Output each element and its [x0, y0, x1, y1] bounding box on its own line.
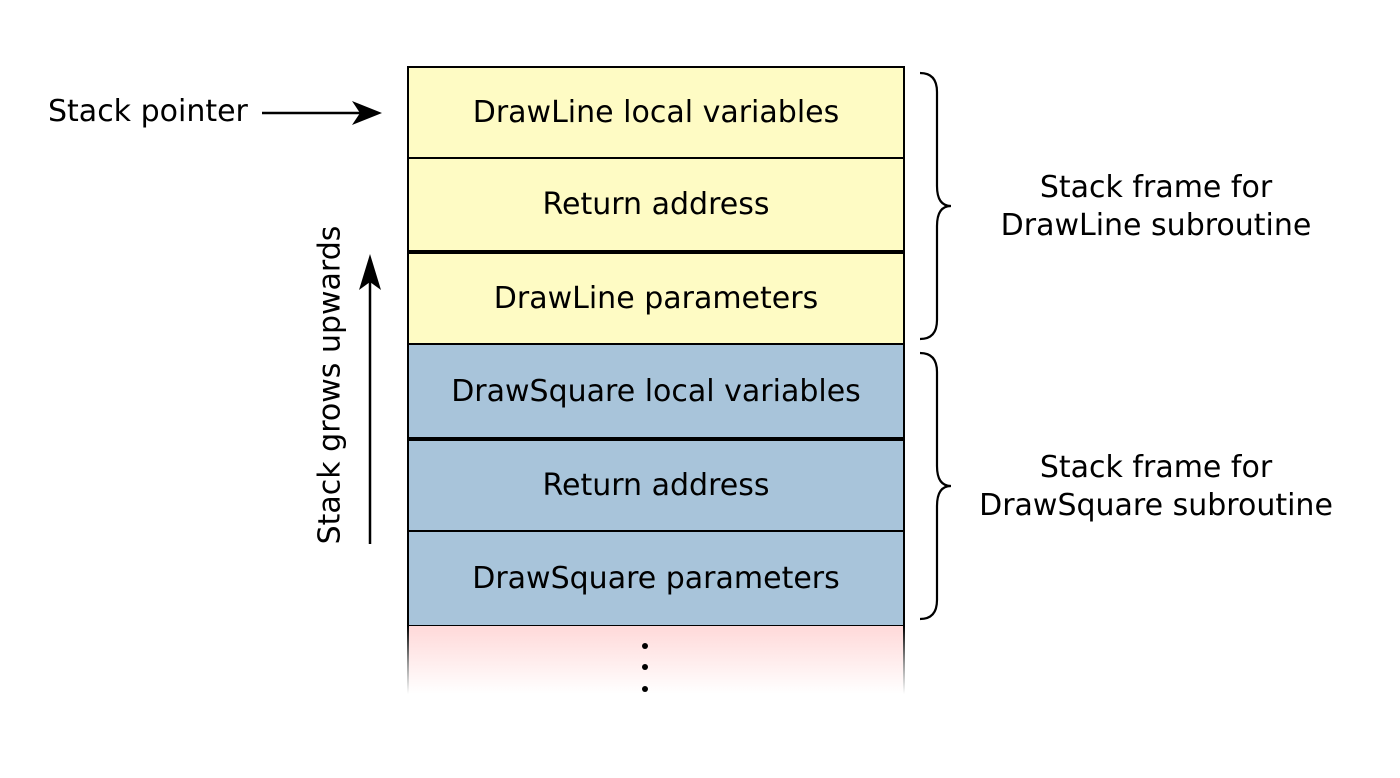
stack-pointer-arrow — [262, 101, 382, 125]
drawline-frame-label-line1: Stack frame for — [1039, 170, 1273, 205]
cell-drawline-return-address: Return address — [407, 159, 905, 252]
cell-label: Return address — [542, 187, 770, 222]
cell-drawline-locals: DrawLine local variables — [407, 66, 905, 159]
growth-arrow — [359, 254, 381, 544]
cell-drawline-parameters: DrawLine parameters — [407, 252, 905, 345]
cell-label: Return address — [542, 468, 770, 503]
continuation-dot — [642, 686, 648, 692]
continuation-dot — [642, 664, 648, 670]
cell-drawsquare-locals: DrawSquare local variables — [407, 345, 905, 439]
cell-drawsquare-parameters: DrawSquare parameters — [407, 532, 905, 627]
cell-label: DrawSquare parameters — [472, 561, 840, 596]
cell-drawsquare-return-address: Return address — [407, 439, 905, 532]
cell-label: DrawLine local variables — [472, 95, 840, 130]
drawline-frame-label-line2: DrawLine subroutine — [1000, 208, 1312, 243]
continuation-dot — [642, 643, 648, 649]
drawline-frame-brace — [919, 71, 952, 341]
cell-label: DrawSquare local variables — [451, 373, 861, 409]
drawsquare-frame-brace — [919, 351, 952, 621]
below-stack-region — [407, 626, 905, 694]
cell-label: DrawLine parameters — [493, 281, 819, 316]
drawsquare-frame-label-line2: DrawSquare subroutine — [979, 488, 1333, 523]
stack-pointer-label: Stack pointer — [48, 94, 248, 129]
growth-label: Stack grows upwards — [312, 225, 348, 545]
below-stack-left-edge — [407, 626, 409, 694]
below-stack-right-edge — [903, 626, 905, 694]
drawsquare-frame-label-line1: Stack frame for — [1039, 450, 1273, 485]
